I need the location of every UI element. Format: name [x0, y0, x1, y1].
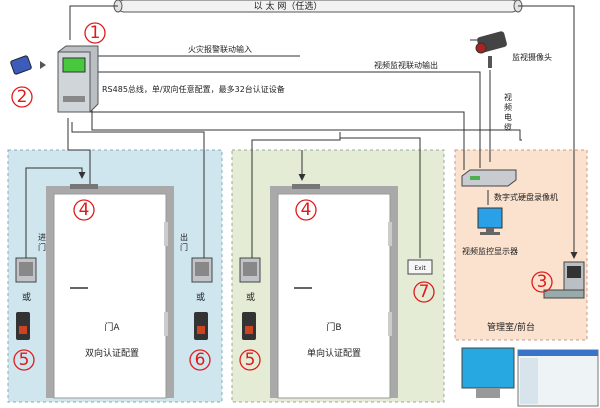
svg-text:1: 1	[90, 23, 101, 43]
management-label: 管理室/前台	[487, 321, 535, 333]
entry-fingerprint-reader	[16, 312, 30, 340]
video-cable-label: 视 频 电 缆	[504, 92, 512, 132]
or-label-1: 或	[22, 291, 31, 303]
svg-text:进: 进	[38, 233, 46, 242]
door-b-keypad	[239, 257, 261, 283]
door-a-config: 双向认证配置	[85, 347, 139, 359]
dvr-label: 数字式硬盘录像机	[494, 192, 558, 202]
marker-1: 1	[84, 22, 106, 44]
monitor-icon	[477, 207, 503, 235]
marker-4a: 4	[73, 199, 95, 221]
svg-text:3: 3	[537, 272, 548, 292]
video-output-label: 视频监视联动输出	[374, 60, 438, 70]
camera-label: 监视摄像头	[512, 52, 552, 62]
marker-6: 6	[189, 349, 211, 371]
exit-button-label: Exit	[414, 265, 426, 272]
door-b-name: 门B	[326, 321, 341, 333]
entry-label: 进 门	[38, 233, 46, 252]
svg-text:4: 4	[79, 200, 90, 220]
entry-keypad	[15, 257, 37, 283]
marker-2: 2	[11, 86, 33, 108]
svg-text:出: 出	[180, 232, 188, 242]
dvr-device	[461, 169, 517, 187]
marker-5a: 5	[13, 349, 35, 371]
svg-text:缆: 缆	[504, 122, 512, 132]
svg-text:6: 6	[195, 350, 206, 370]
door-a	[46, 184, 174, 399]
or-label-2: 或	[196, 291, 205, 303]
marker-5b: 5	[239, 349, 261, 371]
exit-fingerprint-reader	[194, 312, 208, 340]
svg-text:门: 门	[38, 242, 46, 252]
ethernet-label: 以 太 网（任选）	[254, 0, 323, 12]
marker-3: 3	[531, 271, 553, 293]
door-b-config: 单向认证配置	[307, 347, 361, 359]
controller-device	[57, 45, 99, 113]
svg-text:视: 视	[504, 92, 512, 102]
monitor-label: 视频监控显示器	[462, 246, 518, 256]
svg-text:频: 频	[504, 102, 512, 112]
rs485-label: RS485总线，单/双向任意配置，最多32台认证设备	[102, 84, 285, 94]
or-label-3: 或	[246, 291, 255, 303]
management-pc-icon	[543, 261, 585, 299]
door-b-fingerprint-reader	[242, 312, 256, 340]
svg-text:5: 5	[19, 350, 30, 370]
camera-icon	[475, 31, 507, 68]
marker-7: 7	[413, 281, 435, 303]
fire-input-label: 火灾报警联动输入	[188, 44, 252, 54]
svg-text:门: 门	[180, 242, 188, 252]
software-screenshot	[461, 347, 599, 407]
svg-text:4: 4	[301, 200, 312, 220]
door-b	[270, 184, 398, 399]
exit-label: 出 门	[180, 232, 188, 252]
svg-text:5: 5	[245, 350, 256, 370]
svg-text:电: 电	[504, 112, 512, 122]
marker-4b: 4	[295, 199, 317, 221]
card-icon	[10, 55, 46, 75]
exit-button-device	[407, 259, 433, 275]
wires	[25, 5, 578, 259]
exit-keypad	[191, 257, 213, 283]
door-a-name: 门A	[104, 321, 120, 333]
svg-text:7: 7	[419, 282, 430, 302]
svg-text:2: 2	[17, 87, 28, 107]
